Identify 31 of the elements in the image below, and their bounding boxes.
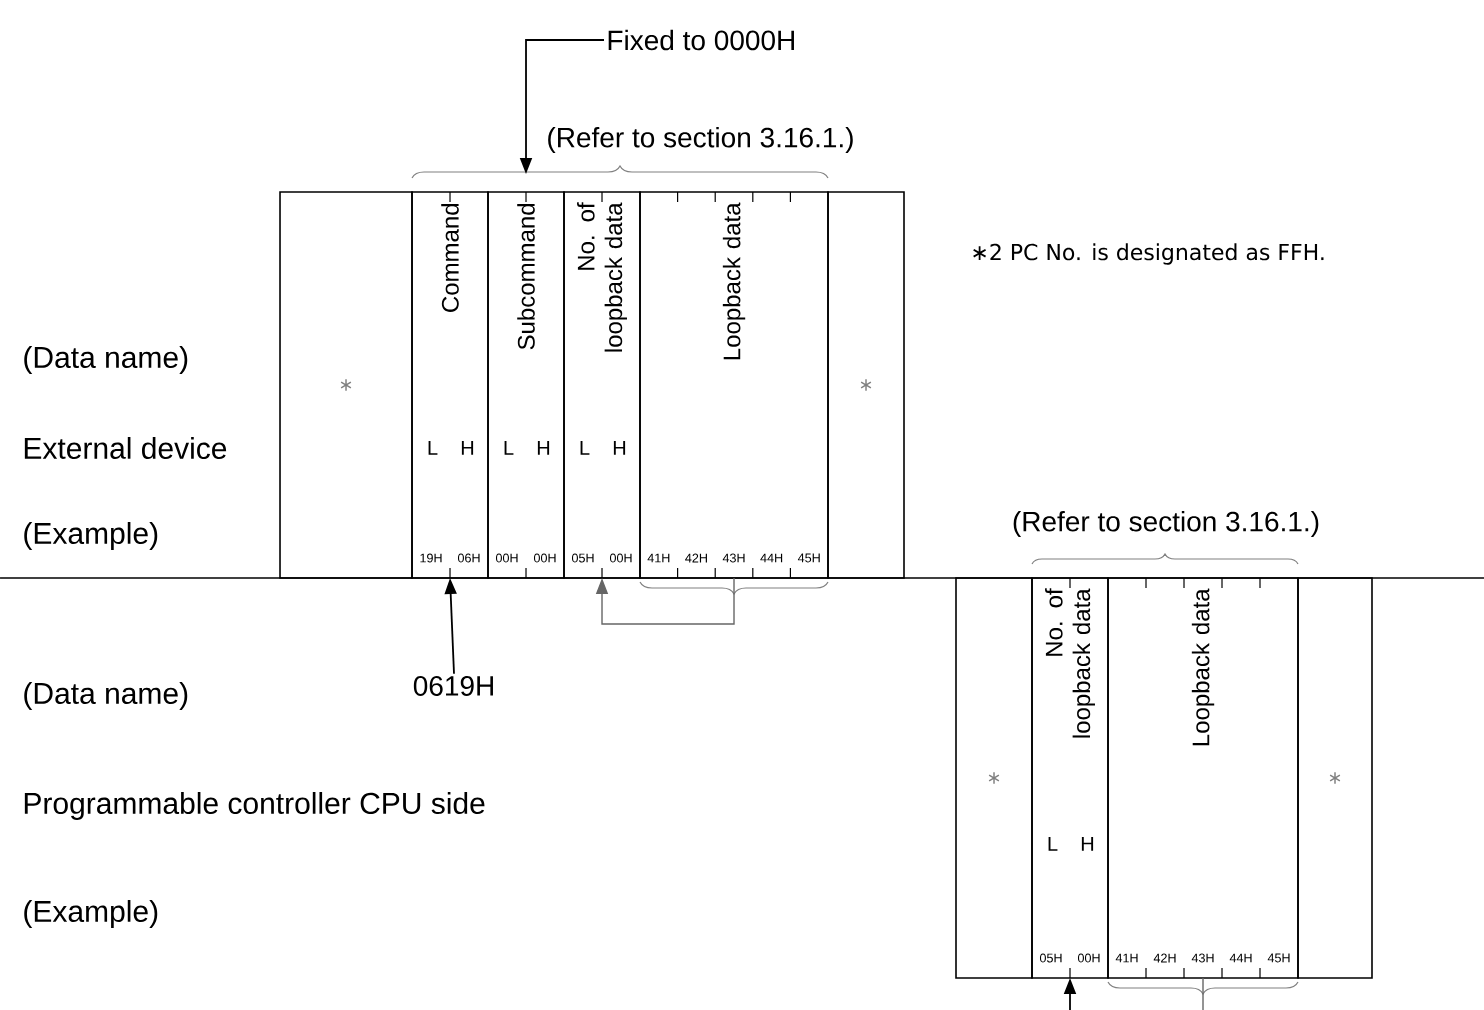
byte-order-label: L [1048, 836, 1058, 851]
field-name: No. of loopback data [1045, 588, 1095, 738]
byte-order-label: L [428, 441, 438, 455]
asterisk-mark: ∗ [340, 379, 352, 391]
value-text: 0619H [413, 676, 493, 696]
reference-note: (Refer to section 3.16.1.) [1013, 510, 1319, 538]
arrow [595, 577, 735, 625]
row-label: (Data name) [24, 682, 188, 710]
field-name: Subcommand [517, 203, 535, 350]
row-label: (Example) [24, 522, 158, 550]
byte-order-label: L [504, 441, 514, 455]
byte-order-label: H [461, 441, 474, 455]
row-label: (Example) [24, 900, 158, 928]
byte-order-label: H [613, 441, 626, 455]
reference-note: (Refer to section 3.16.1.) [548, 126, 853, 154]
footnote: ∗2 PC No. is designated as FFH. [973, 243, 1324, 265]
asterisk-mark: ∗ [988, 772, 1000, 784]
note-text: Fixed to 0000H [608, 29, 794, 51]
row-label: (Data name) [24, 346, 188, 374]
field-name: Loopback data [1191, 588, 1215, 746]
field-name: Command [441, 203, 459, 312]
field-name: Loopback data [722, 202, 746, 360]
byte-order-label: H [537, 441, 550, 455]
byte-order-label: H [1081, 836, 1094, 851]
asterisk-mark: ∗ [860, 379, 872, 391]
row-label: Programmable controller CPU side [24, 792, 485, 820]
asterisk-mark: ∗ [1329, 772, 1341, 784]
connector-line [1202, 977, 1204, 1010]
row-label: External device [24, 436, 227, 459]
field-name: No. of loopback data [577, 202, 627, 352]
byte-order-label: L [580, 441, 590, 455]
